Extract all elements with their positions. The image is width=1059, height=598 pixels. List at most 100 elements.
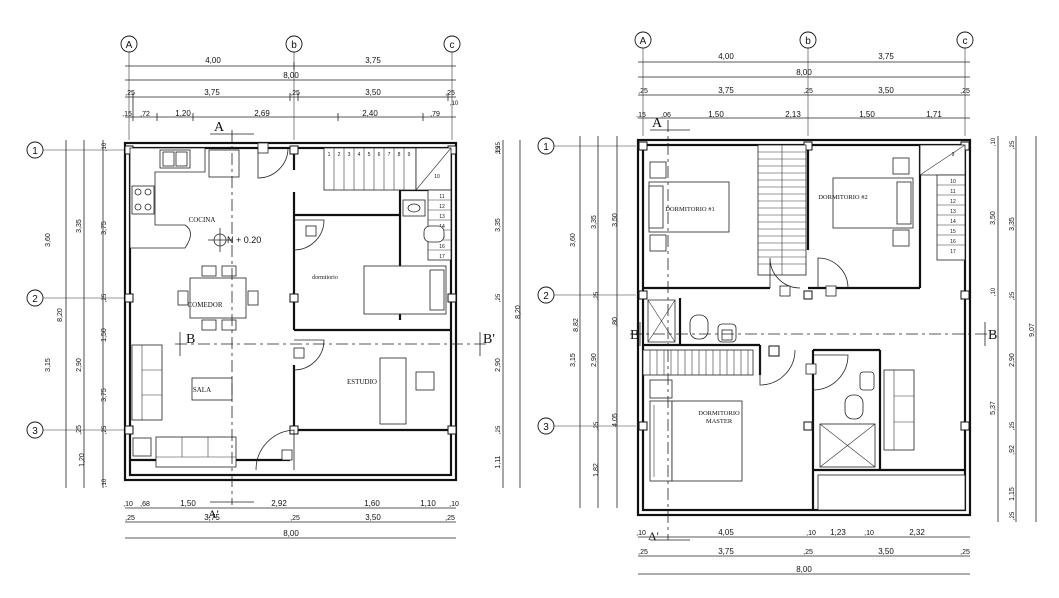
dim-label: ,25 (803, 88, 813, 95)
left-section-cuts: A A' B B' (175, 120, 495, 521)
kitchen-furniture: COCINA (129, 147, 240, 249)
dim-label: ,25 (960, 549, 970, 556)
dim-label: 3,60 (45, 233, 52, 247)
dim-label: ,25 (960, 88, 970, 95)
left-bottom-dimensions: ,10 ,68 1,50 2,92 1,60 1,10 ,10 ,25 3,75… (123, 499, 459, 539)
dim-label: ,79 (430, 111, 440, 118)
stair-number: 10 (434, 174, 440, 180)
master-bedroom: DORMITORIO MASTER (649, 379, 743, 482)
dim-label: 2,90 (591, 353, 598, 367)
dim-label: 1,20 (175, 109, 191, 118)
axis-label-a: A (126, 40, 133, 51)
dim-label: ,10 (991, 287, 997, 296)
axis-label-3: 3 (543, 422, 549, 433)
stair-number: 9 (952, 152, 955, 158)
dim-label: ,25 (496, 145, 502, 154)
left-floor-plan: A b c 1 2 3 (26, 35, 522, 539)
dim-label: ,25 (445, 515, 455, 522)
stair-number: 10 (950, 179, 956, 185)
section-label: A' (648, 529, 659, 543)
axis-label-3: 3 (32, 426, 38, 437)
dim-label: 8,82 (573, 318, 580, 332)
dim-label: 2,69 (254, 109, 270, 118)
stair-number: 1 (328, 152, 331, 158)
dim-label: 1,11 (495, 455, 502, 468)
dim-label: ,68 (140, 501, 150, 508)
left-axis-bubbles: A b c 1 2 3 (26, 35, 461, 439)
section-label: A' (208, 507, 219, 521)
dim-label: 1,15 (1009, 487, 1016, 501)
dormitorio-2: DORMITORIO #2 (818, 157, 914, 247)
dim-label: 2,40 (362, 109, 378, 118)
dim-label: ,25 (102, 425, 108, 434)
dim-label: 2,90 (1009, 353, 1016, 367)
left-doors (255, 142, 325, 471)
dim-label: 9,07 (1029, 323, 1036, 337)
dim-label: ,25 (290, 90, 300, 97)
dim-label: 3,50 (612, 213, 619, 227)
stair-number: 6 (378, 152, 381, 158)
section-label: A (214, 120, 225, 135)
section-label: B (988, 328, 997, 343)
level-label: N + 0.20 (227, 235, 261, 245)
stair-number: 7 (388, 152, 391, 158)
dim-label: 3,50 (365, 88, 381, 97)
dim-label: ,10 (123, 501, 133, 508)
dim-label: ,25 (638, 88, 648, 95)
dim-label: 4,00 (718, 52, 734, 61)
dim-label: ,25 (496, 425, 502, 434)
right-section-cuts: A A' B B (630, 116, 997, 543)
level-marker: N + 0.20 (208, 228, 261, 252)
right-bottom-dimensions: ,10 4,05 ,10 1,23 ,10 2,32 ,25 3,75 ,25 … (636, 528, 970, 575)
axis-label-2: 2 (32, 294, 38, 305)
left-side-dimensions: 3,60 8,20 3,15 1,20 ,10 3,35 2,90 ,25 ,1… (45, 140, 108, 488)
dim-label: ,10 (102, 478, 108, 487)
dim-label: 2,90 (76, 358, 83, 372)
room-label-sala: SALA (193, 386, 211, 394)
dim-label: 3,15 (570, 353, 577, 367)
dim-label: 4,05 (718, 528, 734, 537)
dim-label: ,15 (636, 112, 646, 119)
dim-label: ,25 (76, 425, 83, 435)
dim-label: 1,60 (364, 499, 380, 508)
dim-label: 3,35 (495, 218, 502, 232)
axis-label-c: c (963, 36, 968, 47)
right-floor-plan: A b c 1 2 3 4,00 3,75 8,0 (496, 31, 1037, 575)
stair-number: 13 (950, 209, 956, 215)
dim-label: 3,15 (45, 358, 52, 372)
dim-label: 8,00 (283, 71, 299, 80)
dim-label: 1,10 (420, 499, 436, 508)
dim-label: 3,75 (101, 388, 108, 402)
right-stairs: 9 10 11 12 13 14 15 16 17 (919, 144, 966, 261)
dim-label: 5,37 (990, 401, 997, 415)
stair-number: 3 (348, 152, 351, 158)
dim-label: 2,92 (271, 499, 287, 508)
dim-label: 3,75 (718, 547, 734, 556)
dim-label: ,25 (102, 293, 108, 302)
dim-label: 8,00 (796, 565, 812, 574)
dim-label: 3,50 (365, 513, 381, 522)
dim-label: 3,75 (365, 56, 381, 65)
living-furniture: SALA (131, 344, 237, 468)
dim-label: 3,50 (990, 211, 997, 225)
stair-number: 11 (950, 189, 955, 195)
stair-number: 13 (439, 214, 445, 220)
right-top-dimensions: 4,00 3,75 8,00 ,25 3,75 ,25 3,50 ,25 ,15… (636, 52, 970, 119)
stair-number: 15 (950, 229, 956, 235)
stair-number: 11 (439, 194, 444, 200)
dim-label: 1,50 (180, 499, 196, 508)
right-right-dimensions: ,10 3,50 ,25 3,35 ,10 ,25 2,90 5,37 ,25 … (990, 136, 1037, 522)
right-axis-lines (554, 48, 966, 427)
dim-label: ,10 (636, 530, 646, 537)
dim-label: ,72 (140, 111, 150, 118)
room-label-dormitorio-2: DORMITORIO #2 (818, 194, 868, 201)
stair-number: 17 (439, 254, 445, 260)
dim-label: ,06 (661, 112, 671, 119)
dim-label: 3,75 (718, 86, 734, 95)
dim-label: 4,00 (205, 56, 221, 65)
axis-label-b: b (805, 36, 811, 47)
stair-number: 5 (368, 152, 371, 158)
dim-label: ,25 (594, 291, 600, 300)
dim-label: ,25 (125, 515, 135, 522)
